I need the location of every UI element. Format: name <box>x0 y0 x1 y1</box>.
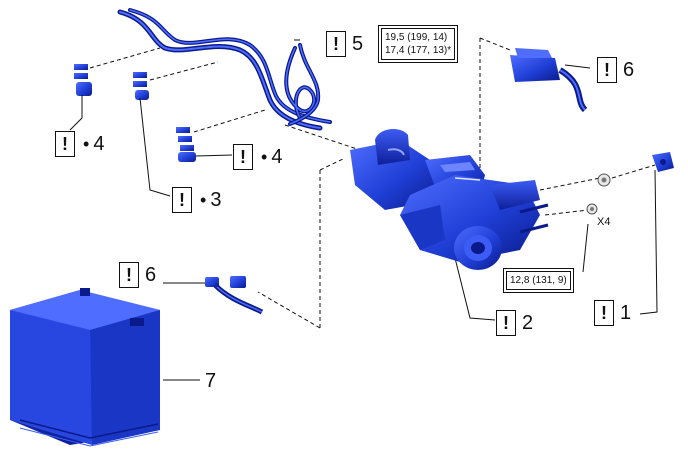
callout-2: ! 2 <box>496 310 533 336</box>
callout-3: ! • 3 <box>172 187 221 213</box>
callout-number: 6 <box>145 264 157 286</box>
battery-label: 7 <box>205 370 217 392</box>
torque-line-1: 19,5 (199, 14) <box>385 32 448 43</box>
connector-lower <box>205 276 264 315</box>
torque-line-2: 17,4 (177, 13)* <box>385 45 452 56</box>
torque-spec-lower: 12,8 (131, 9) <box>503 268 574 293</box>
callout-number: 5 <box>352 33 364 55</box>
bracket-part-1 <box>652 152 674 172</box>
warning-icon: ! <box>119 262 139 288</box>
callout-number: 4 <box>93 133 105 155</box>
nut-upper <box>597 173 611 187</box>
warning-icon: ! <box>55 131 75 157</box>
clip-center <box>176 127 196 162</box>
nut-lower <box>586 203 598 215</box>
callout-number: 2 <box>522 312 534 334</box>
torque-line-1: 12,8 (131, 9) <box>510 275 567 286</box>
callout-bullet: • <box>261 146 268 167</box>
solid-leaders <box>69 39 658 381</box>
brake-actuator-assembly <box>350 128 549 270</box>
callout-bullet: • <box>83 133 90 154</box>
warning-icon: ! <box>597 57 617 83</box>
clip-middle-left <box>133 72 149 100</box>
warning-icon: ! <box>233 144 253 170</box>
battery-part-7 <box>10 288 160 447</box>
callout-bullet: • <box>200 189 207 210</box>
connector-upper-right <box>510 48 588 113</box>
warning-icon: ! <box>326 31 346 57</box>
torque-spec-upper: 19,5 (199, 14) 17,4 (177, 13)* <box>378 25 459 63</box>
warning-icon: ! <box>172 187 192 213</box>
callout-6-upper: ! 6 <box>597 57 634 83</box>
brake-lines <box>117 8 332 131</box>
callout-4-center: ! • 4 <box>233 144 282 170</box>
callout-number: 6 <box>623 59 635 81</box>
dashed-leaders <box>89 37 656 329</box>
callout-1: ! 1 <box>594 300 631 326</box>
clip-upper-left <box>74 64 92 96</box>
callout-4-left: ! • 4 <box>55 131 104 157</box>
callout-5: ! 5 <box>326 31 363 57</box>
callout-number: 1 <box>620 302 632 324</box>
warning-icon: ! <box>594 300 614 326</box>
warning-icon: ! <box>496 310 516 336</box>
callout-6-lower: ! 6 <box>119 262 156 288</box>
callout-number: 3 <box>210 189 222 211</box>
callout-number: 4 <box>271 146 283 168</box>
quantity-label: X4 <box>597 216 611 228</box>
